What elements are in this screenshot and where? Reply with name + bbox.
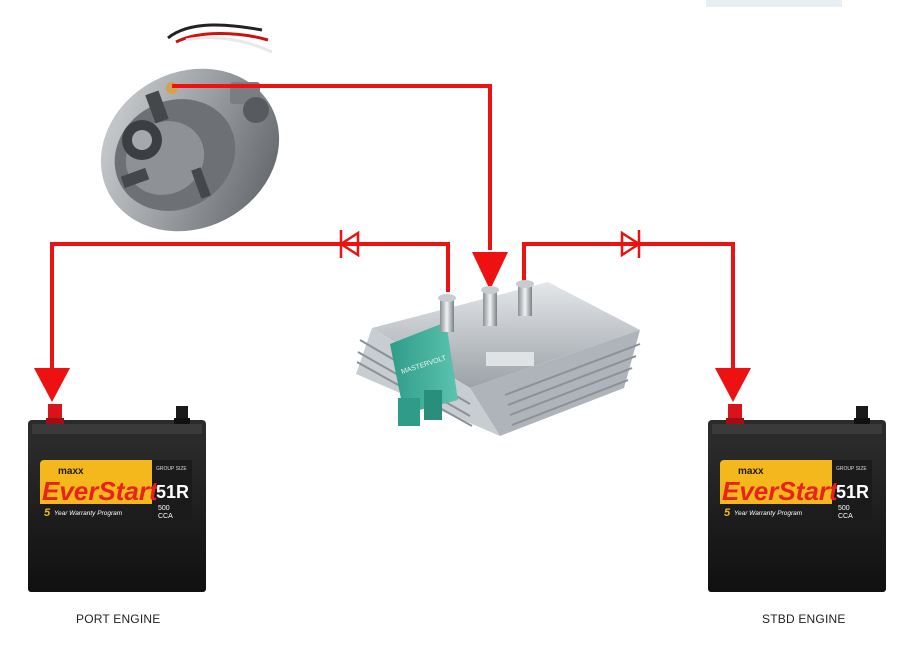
- isolator-studs: [438, 280, 534, 332]
- arrow-icon: [34, 252, 751, 402]
- battery-brand: EverStart: [722, 476, 839, 506]
- battery-model: 51R: [836, 482, 869, 502]
- battery-warranty-number: 5: [724, 507, 731, 519]
- battery-group-size-label: GROUP SIZE: [156, 466, 187, 472]
- battery-warranty-text: Year Warranty Program: [734, 510, 803, 517]
- battery-warranty-text: Year Warranty Program: [54, 510, 123, 517]
- alternator-wire: [172, 84, 492, 250]
- battery-brand-top: maxx: [58, 466, 84, 477]
- wires: [50, 84, 735, 372]
- alternator-icon: [100, 23, 280, 232]
- battery-cca-value: 500: [838, 505, 850, 512]
- stbd-engine-label: STBD ENGINE: [762, 612, 846, 626]
- battery-brand: EverStart: [42, 476, 159, 506]
- diode-icon: [620, 230, 642, 258]
- battery-warranty-number: 5: [44, 507, 51, 519]
- battery-icon: maxx EverStart 51R GROUP SIZE 500 CCA 5 …: [28, 404, 206, 592]
- battery-cca-unit: CCA: [838, 513, 853, 520]
- battery-icon: maxx EverStart 51R GROUP SIZE 500 CCA 5 …: [708, 404, 886, 592]
- stbd-wire: [522, 242, 735, 372]
- battery-brand-top: maxx: [738, 466, 764, 477]
- battery-model: 51R: [156, 482, 189, 502]
- battery-cca-value: 500: [158, 505, 170, 512]
- battery-isolator-icon: MASTERVOLT: [356, 280, 641, 436]
- port-engine-label: PORT ENGINE: [76, 612, 161, 626]
- battery-cca-unit: CCA: [158, 513, 173, 520]
- corner-tab: [706, 0, 842, 7]
- diode-icon: [338, 230, 360, 258]
- port-wire: [50, 242, 450, 372]
- battery-group-size-label: GROUP SIZE: [836, 466, 867, 472]
